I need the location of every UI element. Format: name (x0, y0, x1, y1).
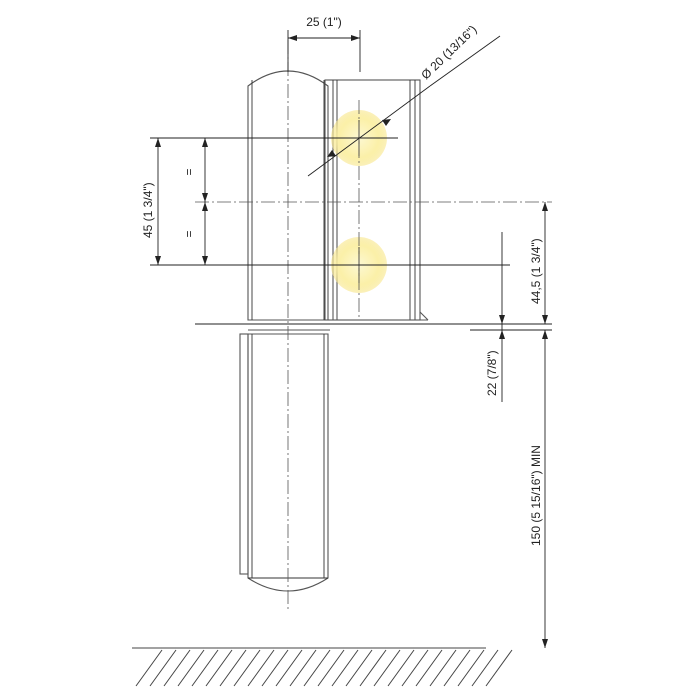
floor-hatch-stroke (191, 649, 219, 687)
floor-hatch-stroke (163, 649, 191, 687)
floor-hatch-stroke (429, 649, 457, 687)
dimension-pin-offset: 25 (1") (288, 15, 360, 41)
floor-hatch-stroke (331, 649, 359, 687)
hole-to-joint-label: 44,5 (1 3/4") (529, 238, 543, 304)
floor-hatch-stroke (345, 649, 373, 687)
floor-hatch-stroke (485, 649, 513, 687)
floor-hatch-stroke (219, 649, 247, 687)
floor-hatch-stroke (387, 649, 415, 687)
knuckle-joint (248, 323, 330, 331)
floor-hatch-stroke (415, 649, 443, 687)
dimension-min-clearance: 150 (5 15/16") MIN (529, 330, 548, 648)
min-clearance-label: 150 (5 15/16") MIN (529, 445, 543, 546)
hole-spacing-label: 45 (1 3/4") (141, 182, 155, 238)
floor-hatch-stroke (261, 649, 289, 687)
floor-hatch (132, 647, 513, 687)
dimension-equal-spacing: = = (182, 138, 208, 265)
floor-hatch-stroke (471, 649, 499, 687)
dimension-hole-to-joint: 44,5 (1 3/4") (529, 202, 548, 324)
floor-hatch-stroke (177, 649, 205, 687)
floor-hatch-stroke (317, 649, 345, 687)
floor-hatch-stroke (457, 649, 485, 687)
dimension-hole-spacing: 45 (1 3/4") (141, 138, 161, 265)
upper-knuckle (247, 70, 329, 321)
floor-hatch-stroke (205, 649, 233, 687)
floor-hatch-stroke (289, 649, 317, 687)
extension-lines (150, 30, 552, 331)
equal-upper-label: = (182, 168, 196, 175)
hole-diameter-label: Ø 20 (13/16") (418, 22, 479, 82)
floor-hatch-stroke (303, 649, 331, 687)
floor-hatch-stroke (275, 649, 303, 687)
floor-hatch-stroke (401, 649, 429, 687)
lower-knuckle (239, 333, 329, 592)
floor-hatch-stroke (233, 649, 261, 687)
floor-hatch-stroke (443, 649, 471, 687)
equal-lower-label: = (182, 230, 196, 237)
floor-hatch-stroke (373, 649, 401, 687)
dimension-joint-gap: 22 (7/8") (485, 232, 505, 402)
floor-hatch-stroke (135, 649, 163, 687)
pin-offset-label: 25 (1") (306, 15, 342, 29)
floor-hatch-stroke (247, 649, 275, 687)
joint-gap-label: 22 (7/8") (485, 350, 499, 396)
floor-hatch-stroke (359, 649, 387, 687)
floor-hatch-stroke (149, 649, 177, 687)
